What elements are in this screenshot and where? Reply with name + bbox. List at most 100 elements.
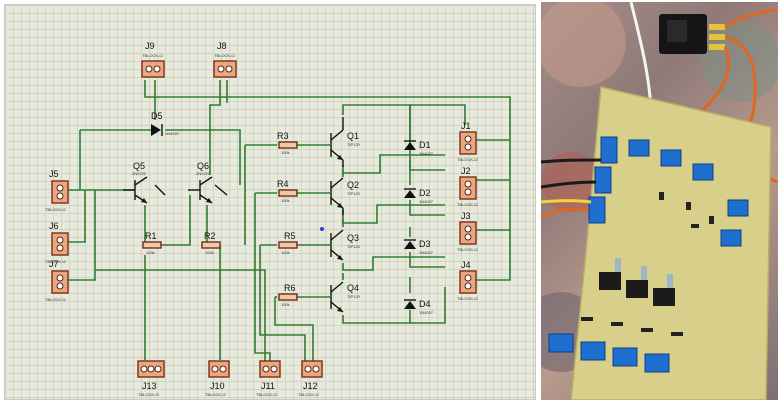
value-D3: 1N4007: [419, 250, 434, 255]
value-J6: TBLOCK-I2: [45, 259, 66, 264]
value-J5: TBLOCK-I2: [45, 207, 66, 212]
transistor-Q4: Q4 TIP120: [330, 281, 361, 313]
value-R4: 100k: [281, 198, 290, 203]
connector-J13: J13 TBLOCK-I3: [137, 360, 165, 397]
label-D3: D3: [419, 239, 431, 249]
value-J4: TBLOCK-I2: [457, 296, 478, 301]
value-Q1: TIP120: [347, 142, 361, 147]
terminal-blocks: [548, 136, 749, 373]
connector-J5: J5 TBLOCK-I2: [45, 169, 69, 212]
label-Q1: Q1: [347, 131, 359, 141]
value-J1: TBLOCK-I2: [457, 157, 478, 162]
label-R4: R4: [277, 179, 289, 189]
label-R6: R6: [284, 283, 296, 293]
diode-D4: D4 1N4007: [404, 299, 434, 315]
resistor-R1: R1 100k: [142, 231, 162, 255]
transistor-Q2: Q2 TIP120: [330, 177, 361, 215]
value-Q5: 2N2222: [132, 171, 147, 176]
value-D2: 1N4007: [419, 199, 434, 204]
schematic-drawing: J9 TBLOCK-I2 J8 TBLOCK-I2 J5 TBLOCK-I2 J…: [45, 41, 511, 397]
transistor-Q6: Q6 2N2222: [188, 161, 228, 204]
pcb-board: [570, 86, 772, 400]
resistor-R2: R2 100k: [201, 231, 221, 255]
connector-J8: J8 TBLOCK-I2: [213, 41, 237, 78]
connector-J3: J3 TBLOCK-I2: [457, 211, 478, 252]
value-D4: 1N4007: [419, 310, 434, 315]
value-J11: TBLOCK-I2: [256, 392, 277, 397]
transistor-Q3: Q3 TIP120: [330, 229, 361, 261]
diode-D1: D1 1N4007: [404, 140, 434, 156]
label-R1: R1: [145, 231, 157, 241]
value-R3: 100k: [281, 150, 290, 155]
label-D5: D5: [151, 111, 163, 121]
label-J6: J6: [49, 221, 59, 231]
connector-J12: J12 TBLOCK-I2: [298, 360, 323, 397]
pcb-photo: [541, 2, 778, 400]
cursor-dot: [320, 227, 324, 231]
value-J13: TBLOCK-I3: [138, 392, 159, 397]
value-Q3: TIP120: [347, 244, 361, 249]
value-J8: TBLOCK-I2: [214, 53, 235, 58]
label-Q5: Q5: [133, 161, 145, 171]
transistor-Q5: Q5 2N2222: [123, 161, 166, 204]
value-Q2: TIP120: [347, 191, 361, 196]
small-components: [581, 192, 714, 336]
resistor-R5: R5 100k: [278, 231, 298, 255]
label-R2: R2: [204, 231, 216, 241]
label-J8: J8: [217, 41, 227, 51]
value-D1: 1N4007: [419, 151, 434, 156]
schematic-panel: J9 TBLOCK-I2 J8 TBLOCK-I2 J5 TBLOCK-I2 J…: [4, 4, 536, 400]
value-R1: 100k: [146, 250, 155, 255]
connector-J2: J2 TBLOCK-I2: [457, 166, 478, 207]
connector-J11: J11 TBLOCK-I2: [256, 360, 281, 397]
label-J2: J2: [461, 166, 471, 176]
resistor-R4: R4 100k: [277, 179, 298, 203]
transistor-Q1: Q1 TIP120: [330, 117, 361, 167]
label-R5: R5: [284, 231, 296, 241]
connector-J9: J9 TBLOCK-I2: [141, 41, 165, 78]
label-Q6: Q6: [197, 161, 209, 171]
resistor-R3: R3 100k: [277, 131, 298, 155]
label-J13: J13: [142, 381, 157, 391]
value-Q4: TIP120: [347, 294, 361, 299]
value-J9: TBLOCK-I2: [142, 53, 163, 58]
label-J12: J12: [303, 381, 318, 391]
value-R2: 100k: [205, 250, 214, 255]
label-J9: J9: [145, 41, 155, 51]
value-J3: TBLOCK-I2: [457, 247, 478, 252]
label-J5: J5: [49, 169, 59, 179]
connector-J7: J7 TBLOCK-I2: [45, 259, 69, 302]
power-transistors: [599, 258, 675, 306]
value-J12: TBLOCK-I2: [298, 392, 319, 397]
pcb-photo-drawing: [541, 2, 778, 400]
value-D5: 1N4007: [165, 131, 180, 136]
diode-D2: D2 1N4007: [404, 188, 434, 204]
label-D2: D2: [419, 188, 431, 198]
connector-J4: J4 TBLOCK-I2: [457, 260, 478, 301]
diode-D3: D3 1N4007: [404, 239, 434, 255]
value-Q6: 2N2222: [196, 171, 211, 176]
connector-J10: J10 TBLOCK-I2: [205, 360, 230, 397]
diode-D5: D5 1N4007: [151, 111, 180, 136]
label-Q2: Q2: [347, 180, 359, 190]
value-R6: 100k: [281, 302, 290, 307]
label-J11: J11: [261, 381, 275, 391]
label-J7: J7: [49, 259, 59, 269]
connector-J6: J6 TBLOCK-I2: [45, 221, 69, 264]
value-J10: TBLOCK-I2: [205, 392, 226, 397]
value-R5: 100k: [281, 250, 290, 255]
resistor-R6: R6 100k: [278, 283, 298, 307]
wires: [67, 80, 511, 365]
label-J10: J10: [210, 381, 225, 391]
label-R3: R3: [277, 131, 289, 141]
label-D1: D1: [419, 140, 431, 150]
connector-J1: J1 TBLOCK-I2: [457, 121, 478, 162]
label-D4: D4: [419, 299, 431, 309]
label-Q4: Q4: [347, 283, 359, 293]
label-J4: J4: [461, 260, 471, 270]
relay: [659, 14, 725, 54]
label-Q3: Q3: [347, 233, 359, 243]
label-J3: J3: [461, 211, 471, 221]
value-J7: TBLOCK-I2: [45, 297, 66, 302]
